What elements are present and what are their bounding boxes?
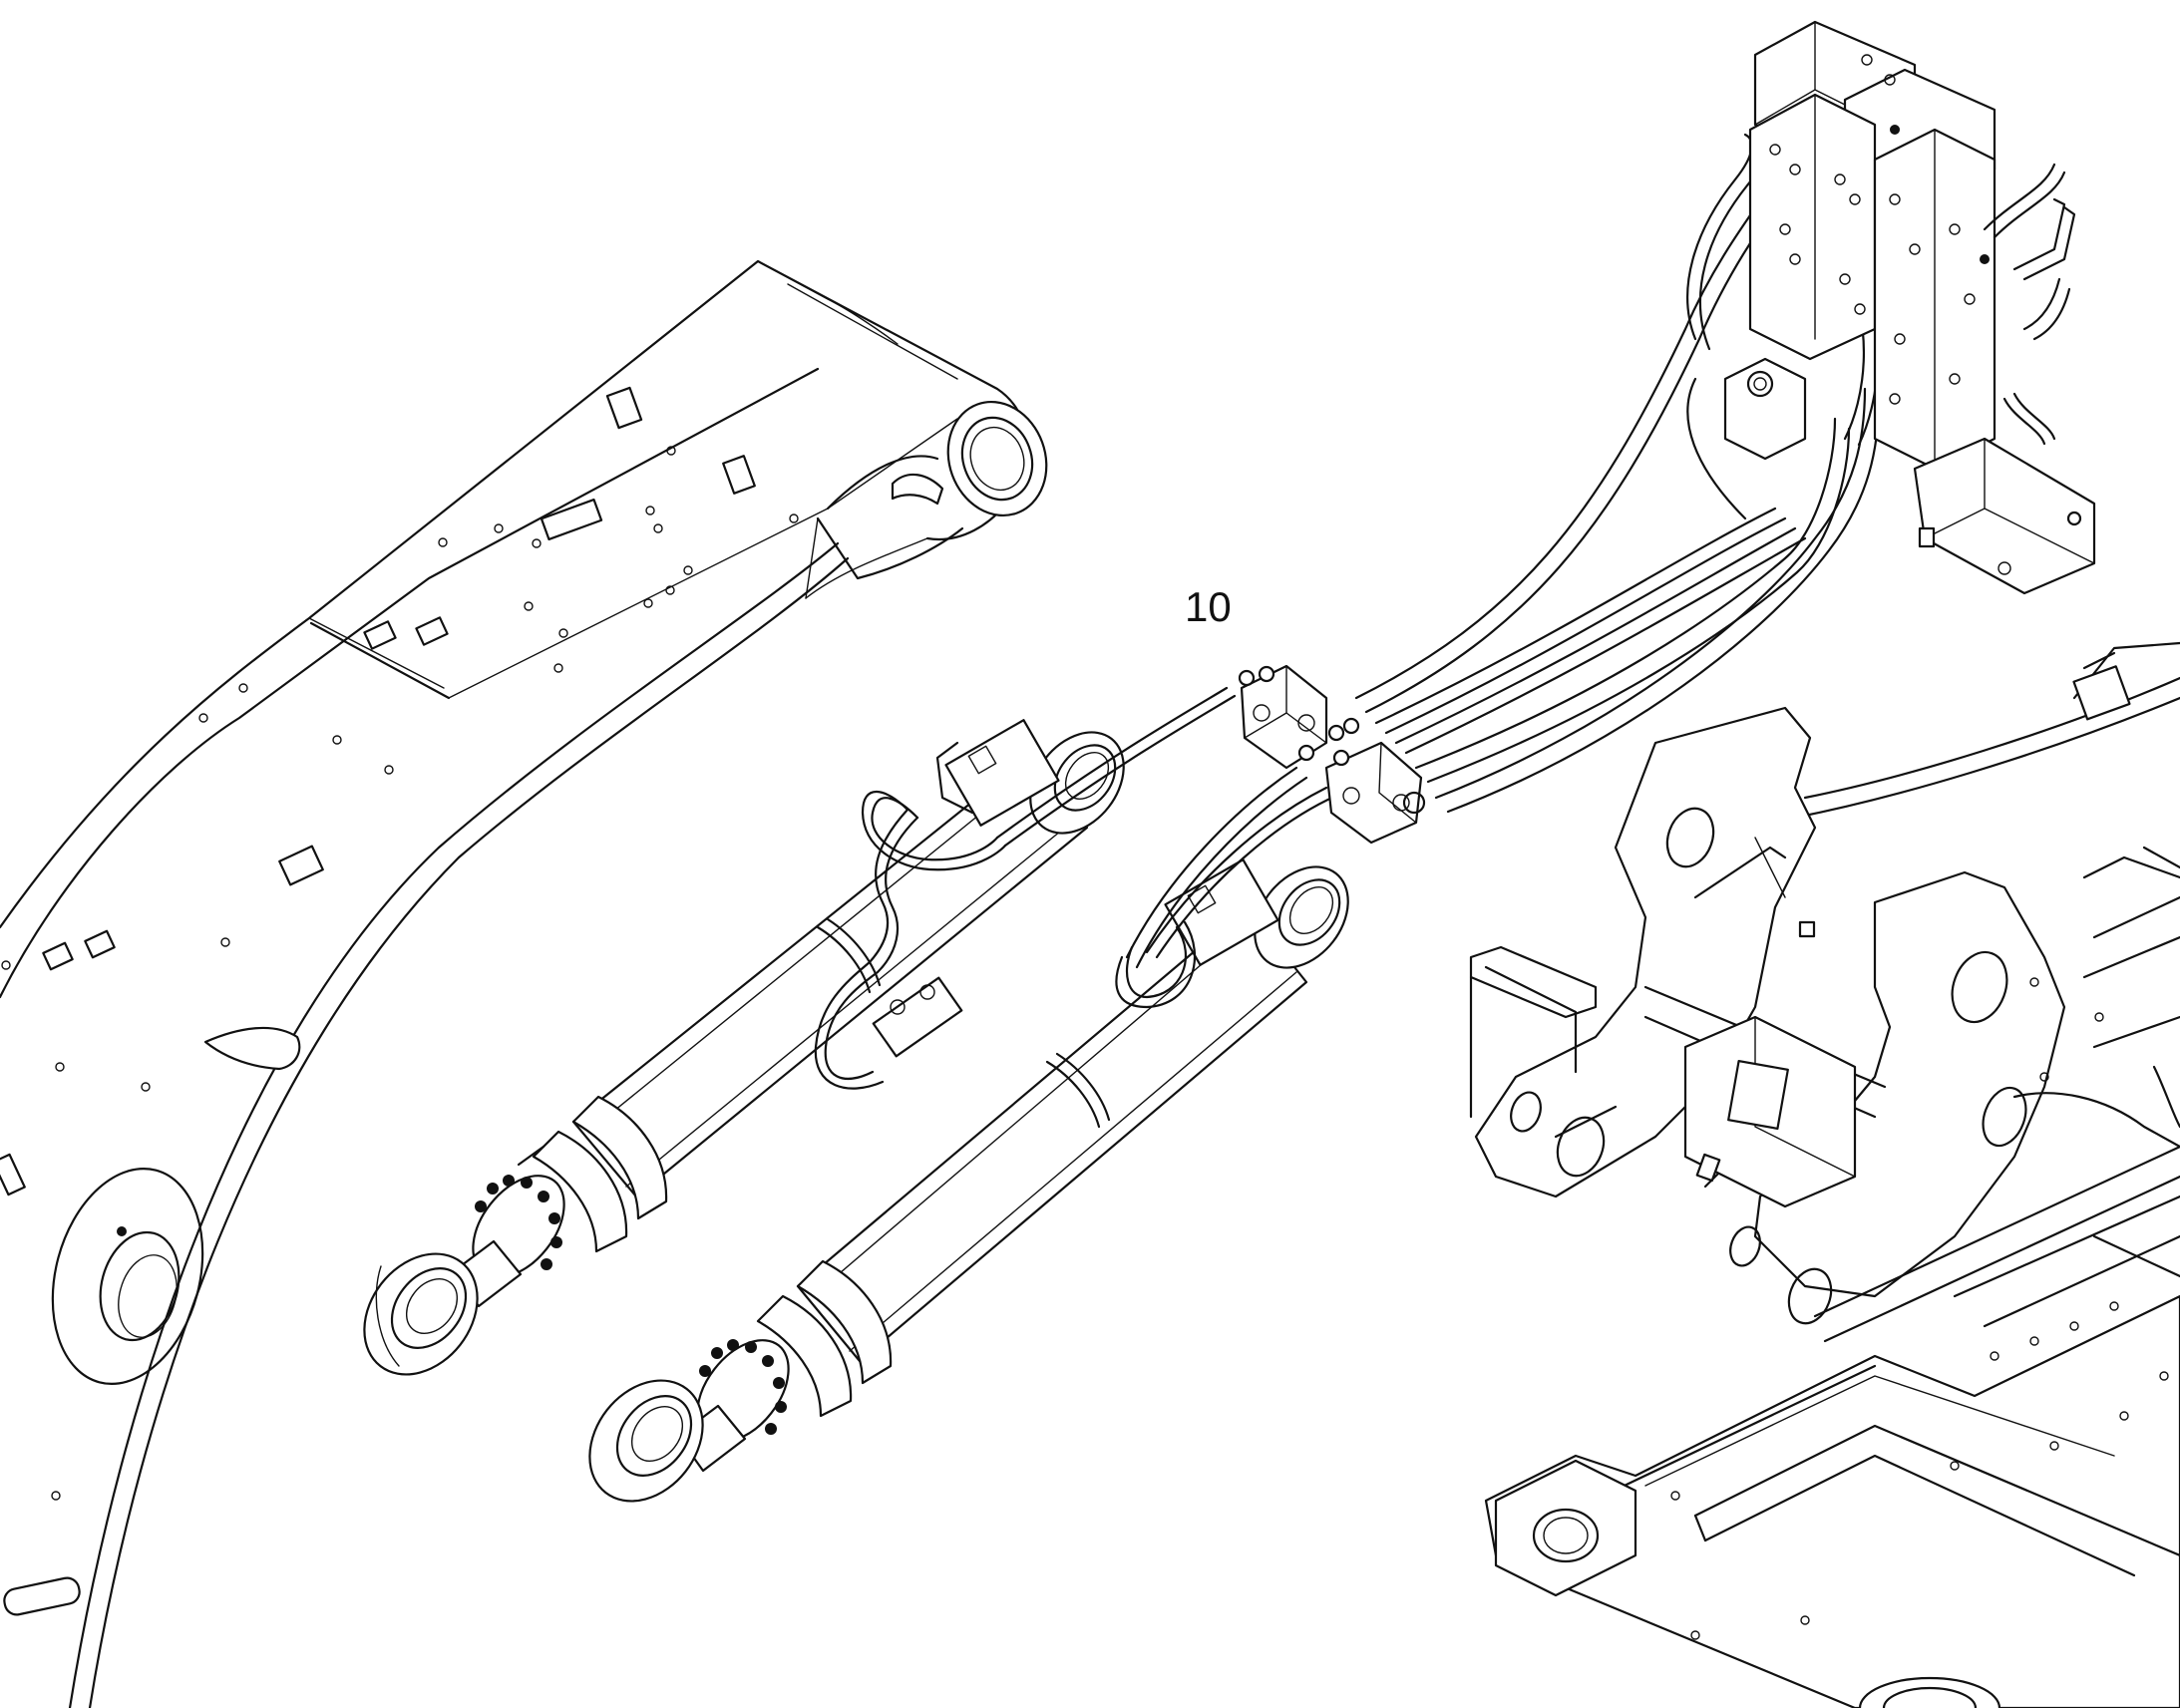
valve-stack-ports xyxy=(1769,54,1990,405)
gland-bolts-upper xyxy=(475,1175,562,1270)
upper-frame-structure xyxy=(1469,641,2180,1708)
gland-bolts-lower xyxy=(699,1339,787,1435)
boom-arm xyxy=(0,259,1048,1708)
boom-studs xyxy=(0,386,799,1616)
control-valve-stack xyxy=(1723,20,2096,595)
hydraulic-cylinder-upper xyxy=(363,719,1125,1376)
platform-holes xyxy=(1670,920,2169,1640)
part-callout-number: 10 xyxy=(1185,583,1232,630)
fittings xyxy=(1238,665,1360,767)
distribution-manifold-block xyxy=(1238,664,1426,845)
hydraulic-cylinder-lower xyxy=(588,858,1349,1503)
